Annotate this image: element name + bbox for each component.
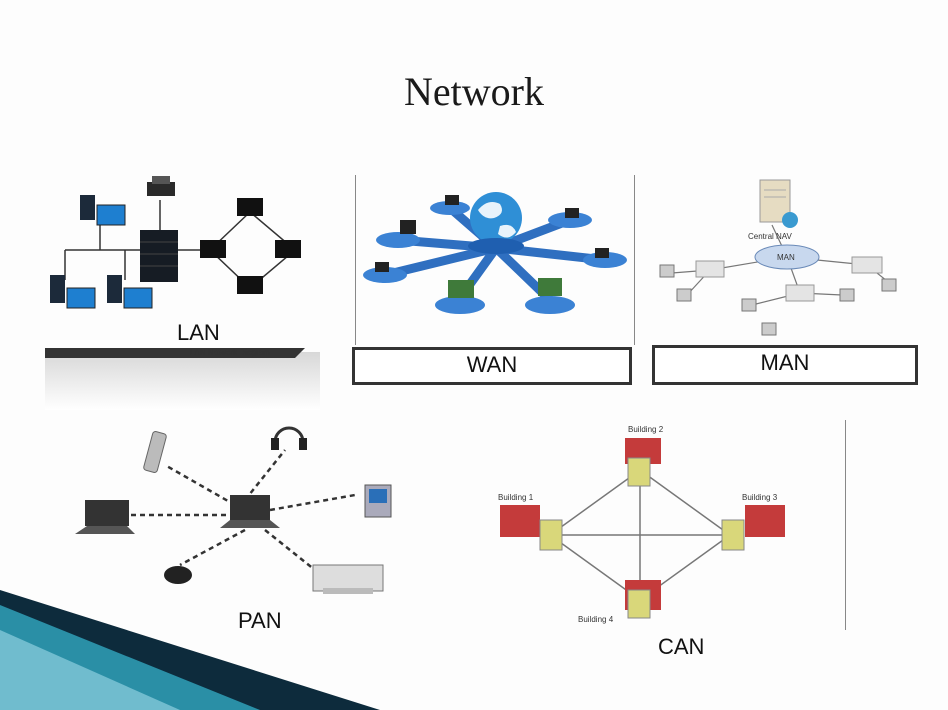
wan-pads	[363, 201, 627, 314]
can-label: CAN	[658, 634, 705, 659]
lan-label: LAN	[177, 320, 220, 345]
man-switch-icons	[695, 256, 883, 302]
wan-panel	[360, 180, 632, 340]
wan-label: WAN	[352, 347, 632, 385]
lan-diagram: LAN Network Diagram	[45, 176, 320, 410]
divider-wan-right	[634, 175, 635, 345]
pan-links	[130, 449, 356, 571]
can-node-icons	[539, 457, 745, 619]
man-camera-icons	[659, 264, 897, 336]
man-diagram: MAN Central NAV	[659, 179, 897, 336]
divider-can-right	[845, 420, 846, 630]
man-panel: MAN Central NAV	[652, 175, 920, 345]
can-building-2: Building 2	[628, 425, 664, 434]
printer-icon	[312, 564, 384, 594]
laptop-left-icon	[75, 500, 135, 534]
pan-panel: PAN	[45, 410, 395, 633]
phone-icon	[143, 431, 167, 473]
mouse-icon	[164, 566, 192, 584]
can-panel: Building 1 Building 2 Building 3 Buildin…	[490, 420, 820, 665]
can-building-4: Building 4	[578, 615, 614, 624]
lan-caption-strip	[45, 348, 305, 358]
wan-laptop-icons	[375, 195, 609, 298]
lan-computer-icons	[50, 176, 301, 309]
pan-label: PAN	[238, 608, 282, 633]
man-hub-label: MAN	[777, 253, 795, 262]
laptop-icon	[220, 495, 280, 528]
page-title: Network	[404, 69, 544, 114]
lan-caption-band	[45, 352, 320, 410]
can-building-1: Building 1	[498, 493, 534, 502]
pan-diagram	[75, 426, 392, 594]
can-diagram: Building 1 Building 2 Building 3 Buildin…	[498, 425, 785, 624]
man-server-label: Central NAV	[748, 232, 793, 241]
lan-panel: LAN Network Diagram LAN	[45, 170, 320, 410]
corner-accent	[0, 590, 380, 710]
lan-caption: LAN Network Diagram	[190, 348, 270, 357]
pda-icon	[364, 484, 392, 518]
can-building-3: Building 3	[742, 493, 778, 502]
man-label: MAN	[652, 345, 918, 385]
server-icon	[759, 179, 798, 228]
headset-icon	[271, 426, 307, 450]
divider-wan-left	[355, 175, 356, 345]
wan-diagram	[363, 192, 627, 314]
man-hub	[754, 244, 820, 270]
globe-icon	[468, 192, 524, 254]
